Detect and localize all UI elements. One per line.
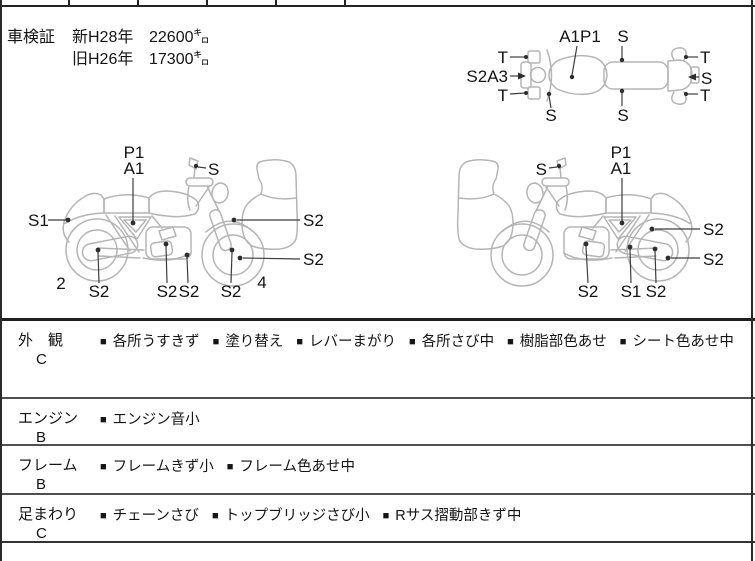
bottom-separator-line bbox=[0, 541, 755, 543]
condition-item: ■レバーまがり bbox=[296, 334, 396, 350]
bullet-icon: ■ bbox=[100, 510, 107, 522]
mark-s2a3: S2A3 bbox=[466, 67, 508, 86]
bullet-icon: ■ bbox=[100, 461, 107, 473]
row-label: 外 観 bbox=[18, 332, 64, 349]
left-side-diagram: P1 A1 S S1 S2 S2 2 S2 S2 S2 S2 4 bbox=[28, 143, 324, 301]
condition-item: ■エンジン音小 bbox=[100, 412, 200, 428]
condition-item: ■各所うすきず bbox=[100, 334, 200, 350]
mark-s: S bbox=[536, 160, 547, 179]
mark-s2: S2 bbox=[303, 250, 324, 269]
row-items: ■各所うすきず ■塗り替え ■レバーまがり ■各所さび中 ■樹脂部色あせ ■シー… bbox=[100, 330, 734, 351]
mark-s2: S2 bbox=[157, 282, 178, 301]
condition-item: ■フレームきず小 bbox=[100, 459, 214, 475]
odometer-old-km: 17300㌔ bbox=[149, 51, 210, 68]
table-cell-divider bbox=[344, 0, 346, 6]
condition-item: ■Rサス摺動部きず中 bbox=[382, 508, 522, 524]
condition-item: ■トップブリッジさび小 bbox=[211, 508, 370, 524]
condition-row-engine: エンジン B ■エンジン音小 bbox=[0, 397, 755, 446]
left-side-leaders bbox=[48, 163, 301, 284]
mark-s2: S2 bbox=[703, 220, 724, 239]
mark-s2: S2 bbox=[303, 211, 324, 230]
mark-t: T bbox=[700, 86, 710, 105]
row-grade: B bbox=[36, 476, 47, 493]
mark-a1: A1 bbox=[611, 159, 632, 178]
mark-p1: P1 bbox=[611, 143, 632, 162]
row-items: ■フレームきず小 ■フレーム色あせ中 bbox=[100, 455, 355, 476]
mark-t: T bbox=[498, 86, 508, 105]
condition-item: ■塗り替え bbox=[212, 334, 284, 350]
mark-s2: S2 bbox=[578, 282, 599, 301]
top-view-diagram: A1P1 S T S2A3 T S S T S T bbox=[466, 27, 712, 125]
condition-item: ■シート色あせ中 bbox=[619, 334, 734, 350]
mark-s2: S2 bbox=[646, 282, 667, 301]
table-cell-divider bbox=[68, 0, 70, 6]
top-view-leaders bbox=[509, 45, 699, 109]
condition-rows: 外 観 C ■各所うすきず ■塗り替え ■レバーまがり ■各所さび中 ■樹脂部色… bbox=[0, 318, 755, 542]
condition-row-exterior: 外 観 C ■各所うすきず ■塗り替え ■レバーまがり ■各所さび中 ■樹脂部色… bbox=[0, 318, 755, 397]
registration-title: 車検証 bbox=[7, 29, 56, 46]
mark-s: S bbox=[208, 160, 219, 179]
mark-a1p1: A1P1 bbox=[559, 27, 601, 46]
wheel-code-rear: 2 bbox=[56, 274, 65, 293]
table-cell-divider bbox=[275, 0, 277, 6]
bullet-icon: ■ bbox=[100, 336, 107, 348]
row-label: フレーム bbox=[18, 457, 78, 474]
wheel-code-front: 4 bbox=[257, 273, 266, 292]
odometer-new-km: 22600㌔ bbox=[149, 29, 210, 46]
bullet-icon: ■ bbox=[408, 336, 416, 348]
row-items: ■エンジン音小 bbox=[100, 408, 200, 429]
mark-s2: S2 bbox=[89, 282, 110, 301]
sheet-right-border bbox=[751, 0, 753, 561]
row-label: エンジン bbox=[18, 410, 79, 427]
bullet-icon: ■ bbox=[382, 510, 390, 522]
mark-s2: S2 bbox=[221, 282, 242, 301]
row-grade: C bbox=[36, 525, 47, 542]
condition-row-frame: フレーム B ■フレームきず小 ■フレーム色あせ中 bbox=[0, 444, 755, 493]
bullet-icon: ■ bbox=[100, 414, 107, 426]
condition-item: ■樹脂部色あせ bbox=[507, 334, 607, 350]
row-grade: B bbox=[36, 429, 47, 446]
mark-t: T bbox=[498, 48, 508, 67]
mark-s2: S2 bbox=[179, 282, 200, 301]
odometer-old-era: 旧H26年 bbox=[72, 51, 134, 68]
right-side-leaders bbox=[548, 163, 700, 284]
mark-s: S bbox=[545, 106, 556, 125]
mark-t: T bbox=[700, 48, 710, 67]
table-cell-divider bbox=[206, 0, 208, 6]
bullet-icon: ■ bbox=[296, 336, 303, 348]
mark-s1: S1 bbox=[621, 282, 642, 301]
mark-p1: P1 bbox=[124, 143, 145, 162]
condition-item: ■チェーンさび bbox=[100, 508, 199, 524]
condition-row-undercarriage: 足まわり C ■チェーンさび ■トップブリッジさび小 ■Rサス摺動部きず中 bbox=[0, 493, 755, 542]
table-bottom-line bbox=[0, 5, 755, 7]
sheet-left-border bbox=[0, 0, 2, 561]
odometer-new-era: 新H28年 bbox=[72, 29, 134, 46]
row-label: 足まわり bbox=[18, 506, 79, 523]
bullet-icon: ■ bbox=[211, 510, 219, 522]
bullet-icon: ■ bbox=[507, 336, 514, 348]
condition-item: ■フレーム色あせ中 bbox=[226, 459, 355, 475]
row-items: ■チェーンさび ■トップブリッジさび小 ■Rサス摺動部きず中 bbox=[100, 504, 521, 525]
condition-diagrams: A1P1 S T S2A3 T S S T S T bbox=[28, 27, 724, 301]
mark-s: S bbox=[617, 106, 628, 125]
mark-s: S bbox=[701, 69, 712, 88]
right-side-diagram: S P1 A1 S2 S2 S2 S1 S2 bbox=[456, 143, 724, 301]
bullet-icon: ■ bbox=[226, 461, 234, 473]
mark-s1: S1 bbox=[28, 211, 49, 230]
mark-s: S bbox=[617, 27, 628, 46]
bullet-icon: ■ bbox=[212, 336, 220, 348]
condition-item: ■各所さび中 bbox=[408, 334, 495, 350]
row-grade: C bbox=[36, 351, 47, 368]
table-cell-divider bbox=[137, 0, 139, 6]
mark-s2: S2 bbox=[703, 250, 724, 269]
bullet-icon: ■ bbox=[619, 336, 627, 348]
mark-a1: A1 bbox=[124, 159, 145, 178]
